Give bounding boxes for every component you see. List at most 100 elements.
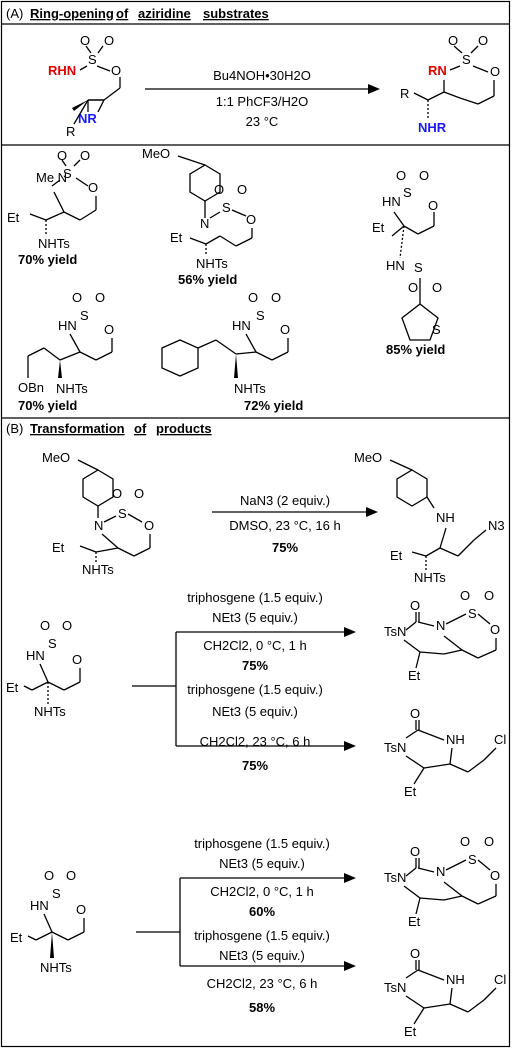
- atom-o: O: [484, 588, 494, 603]
- chloro-label: Cl: [494, 972, 506, 987]
- atom-s: S: [468, 606, 477, 621]
- atom-o: O: [214, 182, 224, 197]
- reagent-a-3: 23 °C: [246, 114, 279, 129]
- obn-label: OBn: [18, 380, 44, 395]
- atom-o: O: [57, 148, 67, 163]
- atom-s: S: [80, 308, 89, 323]
- azide-label: N3: [488, 518, 505, 533]
- arrowhead: [344, 873, 356, 883]
- atom-o: O: [72, 290, 82, 305]
- nhts-label: NHTs: [82, 562, 114, 577]
- arrowhead: [344, 961, 356, 971]
- tsn-label: TsN: [384, 740, 406, 755]
- ethyl-label: Et: [408, 914, 421, 929]
- tsn-label: TsN: [384, 624, 406, 639]
- atom-o: O: [478, 33, 488, 48]
- example-2: MeO O O S N O Et NHTs 56% yield: [142, 146, 256, 287]
- rxn2-reactant: O O S HN O Et NHTs: [6, 618, 82, 719]
- atom-o: O: [246, 212, 256, 227]
- rxn1-reactant: MeO O O S N O Et NHTs: [42, 450, 154, 577]
- atom-o: O: [460, 834, 470, 849]
- atom-n: N: [436, 618, 445, 633]
- nhts-label: NHTs: [38, 236, 70, 251]
- yield-label: 85% yield: [386, 342, 445, 357]
- tsn-label: TsN: [384, 870, 406, 885]
- r-label: R: [66, 124, 75, 139]
- hn-label: HN: [386, 258, 405, 273]
- r-label: R: [400, 86, 409, 101]
- nhts-label: NHTs: [56, 381, 88, 396]
- atom-s: S: [52, 886, 61, 901]
- yield-label: 72% yield: [244, 398, 303, 413]
- rxn3-bottom-r3: CH2Cl2, 23 °C, 6 h: [207, 976, 318, 991]
- atom-o: O: [428, 198, 438, 213]
- atom-o: O: [104, 33, 114, 48]
- nhts-label: NHTs: [234, 381, 266, 396]
- nh-label: NH: [446, 972, 465, 987]
- atom-s: S: [256, 308, 265, 323]
- n-methyl-label: Me N: [36, 170, 67, 185]
- atom-o: O: [271, 290, 281, 305]
- arrowhead: [366, 507, 378, 517]
- rxn3-top-r1: triphosgene (1.5 equiv.): [194, 836, 330, 851]
- atom-o: O: [410, 706, 420, 721]
- atom-s: S: [118, 506, 127, 521]
- tsn-label: TsN: [384, 980, 406, 995]
- rxn3-top-product: O O O S N O TsN Et: [384, 834, 500, 929]
- atom-o: O: [88, 180, 98, 195]
- atom-s: S: [88, 52, 97, 67]
- atom-o: O: [490, 868, 500, 883]
- yield-label: 70% yield: [18, 252, 77, 267]
- atom-o: O: [410, 598, 420, 613]
- hn-label: HN: [58, 318, 77, 333]
- atom-s: S: [48, 636, 57, 651]
- section-a-title-w2: of: [116, 6, 129, 21]
- reagent-b1-1: NaN3 (2 equiv.): [240, 493, 330, 508]
- atom-s: S: [468, 852, 477, 867]
- example-3: O O S HN O Et HN S O O S 85% yield: [372, 168, 445, 357]
- atom-n: N: [94, 518, 103, 533]
- nhr-label: NHR: [418, 120, 447, 135]
- nhts-label: NHTs: [414, 570, 446, 585]
- atom-o: O: [80, 148, 90, 163]
- rxn2-bottom-r2: NEt3 (5 equiv.): [212, 704, 298, 719]
- atom-o: O: [144, 518, 154, 533]
- atom-s: S: [403, 185, 412, 200]
- atom-n: N: [436, 864, 445, 879]
- ethyl-label: Et: [408, 668, 421, 683]
- atom-o: O: [44, 868, 54, 883]
- rxn2-top-r2: NEt3 (5 equiv.): [212, 610, 298, 625]
- atom-o: O: [80, 33, 90, 48]
- hn-label: HN: [232, 318, 251, 333]
- nhts-label: NHTs: [34, 704, 66, 719]
- ethyl-label: Et: [10, 930, 23, 945]
- rxn3-reactant: O O S HN O Et NHTs: [10, 868, 86, 975]
- nhts-label: NHTs: [196, 256, 228, 271]
- atom-s: S: [63, 166, 72, 181]
- atom-s: S: [222, 200, 231, 215]
- rxn2-top-r1: triphosgene (1.5 equiv.): [187, 590, 323, 605]
- chloro-label: Cl: [494, 732, 506, 747]
- atom-o: O: [112, 486, 122, 501]
- atom-o: O: [419, 168, 429, 183]
- methoxy-label: MeO: [42, 450, 70, 465]
- nhts-label: NHTs: [40, 960, 72, 975]
- rn-label: RN: [428, 63, 447, 78]
- example-1: O O S Me N O Et NHTs 70% yield: [7, 148, 98, 267]
- thiophene-s: S: [432, 322, 441, 337]
- ethyl-label: Et: [404, 1024, 417, 1039]
- ethyl-label: Et: [390, 548, 403, 563]
- rxn3-bottom-product: O NH TsN Cl Et: [384, 946, 506, 1039]
- atom-o: O: [432, 280, 442, 295]
- section-a-label: (A): [6, 6, 23, 21]
- yield-b1: 75%: [272, 540, 298, 555]
- atom-o: O: [490, 622, 500, 637]
- atom-o: O: [134, 486, 144, 501]
- atom-o: O: [72, 652, 82, 667]
- example-5: O O S HN O NHTs 72% yield: [161, 290, 303, 413]
- atom-o-ring: O: [111, 63, 121, 78]
- hn-label: HN: [26, 648, 45, 663]
- rxn2-bottom-r3: CH2Cl2, 23 °C, 6 h: [200, 734, 311, 749]
